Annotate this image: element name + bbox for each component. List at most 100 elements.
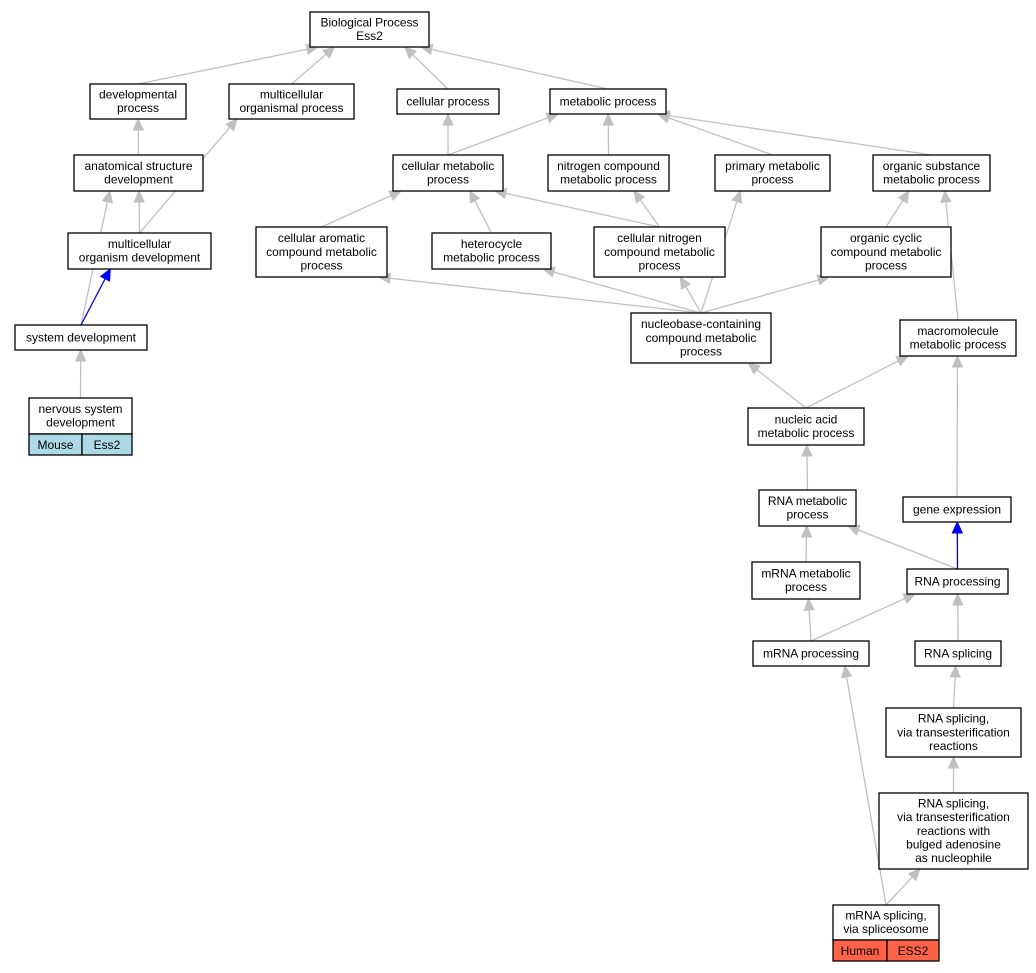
node-label-line: process bbox=[786, 508, 828, 522]
gene-label: Ess2 bbox=[94, 438, 121, 452]
node-label-line: via spliceosome bbox=[843, 922, 929, 936]
arrowhead bbox=[841, 664, 853, 679]
edge-ncmp-to-mp bbox=[602, 112, 615, 156]
edge-rstb-to-rst bbox=[947, 755, 960, 793]
go-term-node-rs[interactable]: RNA splicing bbox=[914, 640, 1002, 667]
arrowhead bbox=[74, 348, 87, 362]
edge-line bbox=[321, 194, 392, 228]
edge-namp-to-nbc bbox=[747, 362, 807, 409]
node-label-line: metabolic process bbox=[560, 94, 657, 108]
edge-line bbox=[291, 53, 327, 85]
node-label-line: RNA splicing, bbox=[918, 797, 989, 811]
edge-cp-to-bp bbox=[403, 46, 449, 90]
node-label-line: development bbox=[104, 173, 173, 187]
edge-hmp-to-cmp bbox=[469, 189, 493, 234]
arrowhead bbox=[99, 267, 111, 282]
node-box bbox=[396, 88, 500, 115]
edge-line bbox=[447, 117, 548, 156]
edge-rs-to-rp bbox=[952, 592, 964, 642]
edge-mrp-to-mrmp bbox=[803, 597, 815, 642]
arrowhead bbox=[800, 524, 813, 538]
arrowhead bbox=[907, 868, 921, 882]
edge-rmp-to-namp bbox=[801, 443, 813, 491]
edge-line bbox=[668, 114, 932, 156]
node-box bbox=[228, 83, 355, 120]
edge-line bbox=[858, 529, 958, 570]
node-box bbox=[751, 561, 861, 600]
node-box bbox=[878, 792, 1029, 870]
arrowhead bbox=[321, 46, 336, 59]
node-label-line: developmental bbox=[99, 88, 177, 102]
node-label-line: cellular process bbox=[406, 94, 489, 108]
node-label-line: compound metabolic bbox=[831, 245, 942, 259]
go-term-node-ge[interactable]: gene expression bbox=[902, 496, 1012, 523]
node-label-line: cellular nitrogen bbox=[617, 231, 702, 245]
go-term-node-cp[interactable]: cellular process bbox=[396, 88, 500, 115]
arrowhead bbox=[679, 275, 691, 290]
edge-dev-to-bp bbox=[137, 43, 320, 85]
node-label-line: cellular aromatic bbox=[278, 231, 365, 245]
arrowhead bbox=[951, 520, 964, 534]
node-box bbox=[872, 154, 991, 192]
nodes-layer: Biological ProcessEss2developmentalproce… bbox=[14, 11, 1029, 962]
arrowhead bbox=[101, 189, 113, 204]
edge-line bbox=[885, 876, 913, 906]
node-box bbox=[255, 226, 388, 278]
node-label-line: compound metabolic bbox=[646, 331, 757, 345]
go-term-node-rstb[interactable]: RNA splicing,via transesterificationreac… bbox=[878, 792, 1029, 870]
node-label-line: via transesterification bbox=[897, 810, 1010, 824]
arrowhead bbox=[633, 190, 646, 204]
edge-nbc-to-cncmp bbox=[679, 275, 702, 314]
go-term-node-mrp[interactable]: mRNA processing bbox=[752, 640, 870, 667]
organism-label: Mouse bbox=[37, 438, 73, 452]
node-box bbox=[593, 226, 726, 278]
node-label-line: multicellular bbox=[260, 88, 323, 102]
edge-occmp-to-osmp bbox=[885, 189, 910, 228]
go-term-node-rst[interactable]: RNA splicing,via transesterificationreac… bbox=[885, 707, 1022, 758]
edge-cncmp-to-ncmp bbox=[633, 190, 661, 228]
node-box bbox=[885, 707, 1022, 758]
edge-mcop-to-bp bbox=[291, 46, 336, 85]
node-label-line: process bbox=[680, 344, 722, 358]
go-term-node-rp[interactable]: RNA processing bbox=[906, 568, 1009, 595]
go-term-node-sd[interactable]: system development bbox=[14, 324, 148, 351]
arrowhead bbox=[952, 592, 964, 606]
edge-line bbox=[945, 201, 959, 321]
go-term-node-mp[interactable]: metabolic process bbox=[549, 88, 667, 115]
edge-line bbox=[685, 286, 702, 314]
node-label-line: development bbox=[46, 416, 115, 430]
node-label-line: organismal process bbox=[239, 101, 343, 115]
edge-mmp-to-osmp bbox=[940, 189, 959, 321]
edge-line bbox=[474, 200, 493, 234]
node-label-line: process bbox=[300, 258, 342, 272]
arrowhead bbox=[801, 443, 813, 457]
arrowhead bbox=[846, 524, 861, 536]
gene-label: ESS2 bbox=[898, 944, 929, 958]
edge-mrs-to-rstb bbox=[885, 868, 921, 906]
node-label-line: metabolic process bbox=[883, 173, 980, 187]
edge-pmp-to-mp bbox=[656, 112, 773, 156]
node-label-line: reactions with bbox=[917, 824, 990, 838]
node-box bbox=[902, 496, 1012, 523]
